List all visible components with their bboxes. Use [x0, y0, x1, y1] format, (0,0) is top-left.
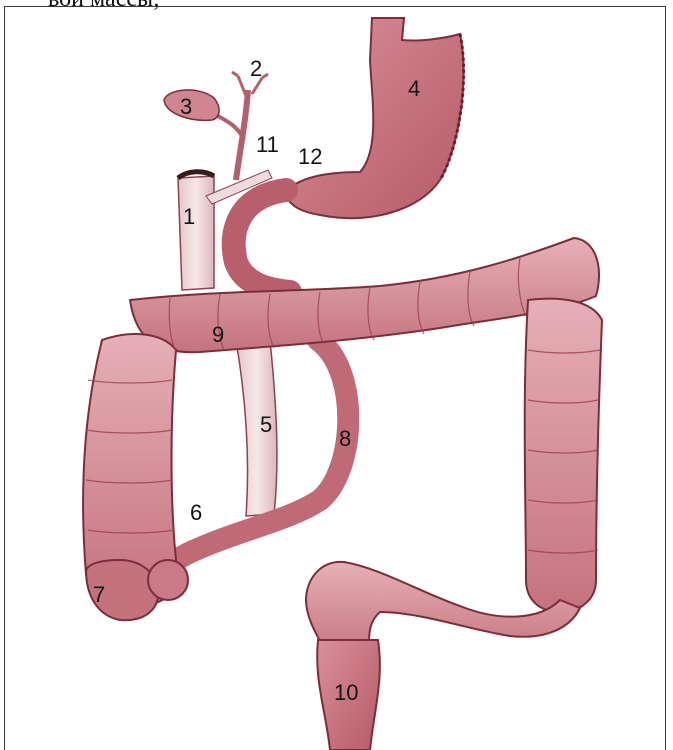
label-1: 1	[183, 204, 195, 229]
label-7: 7	[93, 582, 105, 607]
gastric-outlet-loop	[234, 190, 290, 292]
label-8: 8	[339, 426, 351, 451]
label-6: 6	[190, 500, 202, 525]
label-12: 12	[298, 144, 322, 169]
duodenal-stump	[178, 176, 214, 290]
label-10: 10	[334, 680, 358, 705]
label-3: 3	[180, 94, 192, 119]
ileocecal-junction	[148, 560, 188, 600]
stomach	[286, 18, 464, 218]
label-9: 9	[212, 322, 224, 347]
label-5: 5	[260, 412, 272, 437]
label-11: 11	[256, 132, 279, 157]
label-4: 4	[408, 76, 420, 101]
label-2: 2	[250, 56, 262, 81]
